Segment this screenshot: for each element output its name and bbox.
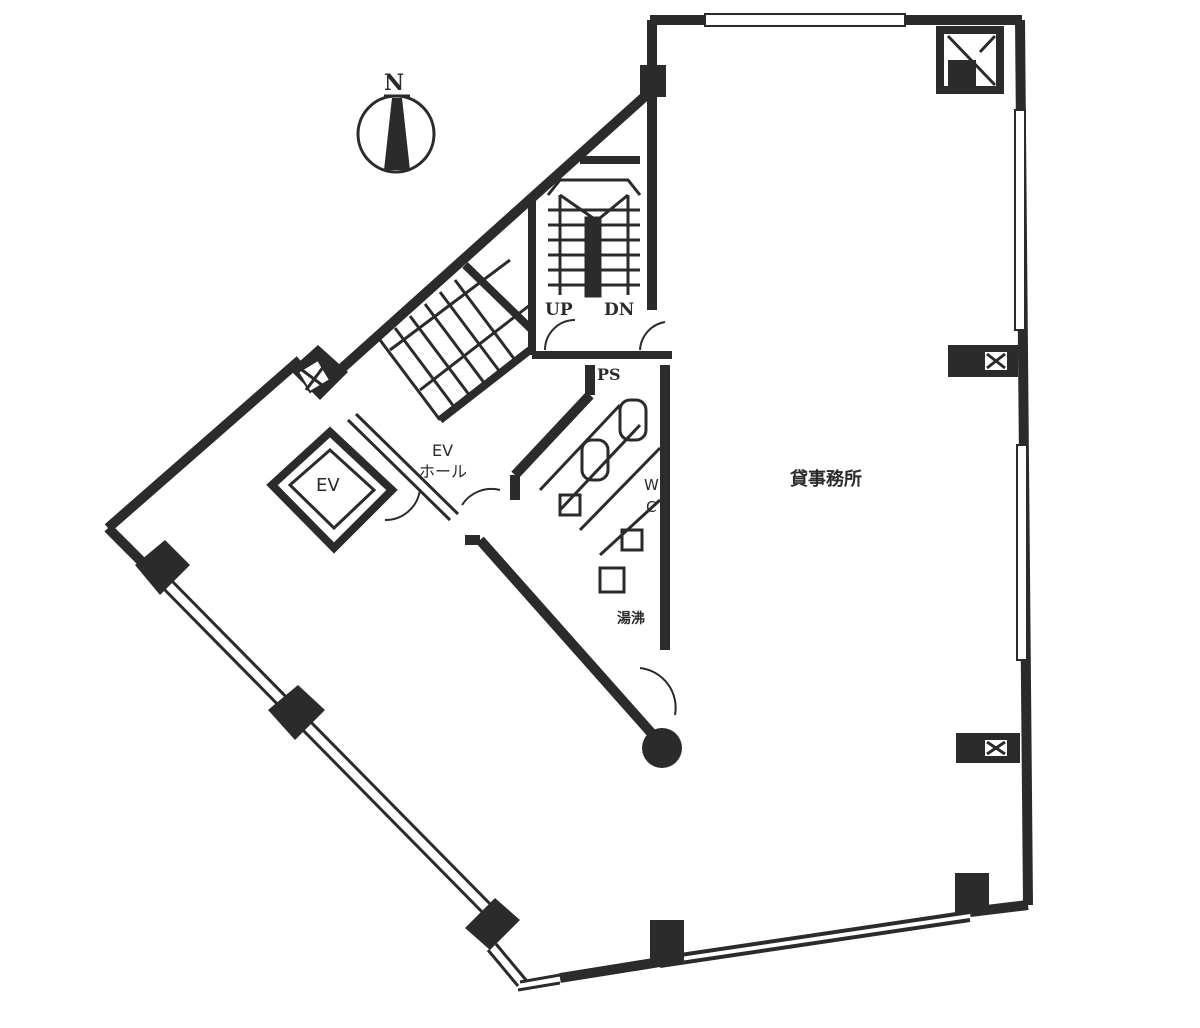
- compass-north-label: N: [384, 70, 405, 96]
- ev-label: EV: [316, 475, 340, 496]
- core-walls: [465, 365, 670, 749]
- stairs-right: [546, 178, 642, 298]
- wc-fixtures: [538, 398, 662, 594]
- elevator: [266, 412, 460, 554]
- wc-label-line2: C: [646, 498, 657, 516]
- kitchenette-label: 湯沸: [617, 611, 645, 627]
- wc-label-line1: W: [644, 476, 659, 494]
- shaft-icons: [296, 34, 1007, 756]
- ev-hall-label-line1: EV: [432, 441, 454, 460]
- north-arrow-icon: [356, 94, 436, 174]
- door-swings: [384, 319, 677, 716]
- stairs-up-label: UP: [545, 300, 573, 320]
- stairs-left: [378, 258, 535, 424]
- stairs-down-label: DN: [604, 300, 635, 320]
- office-room-label: 貸事務所: [790, 469, 862, 490]
- columns: [135, 26, 1020, 964]
- ps-label: PS: [597, 365, 621, 384]
- ev-hall-label-line2: ホール: [419, 462, 468, 481]
